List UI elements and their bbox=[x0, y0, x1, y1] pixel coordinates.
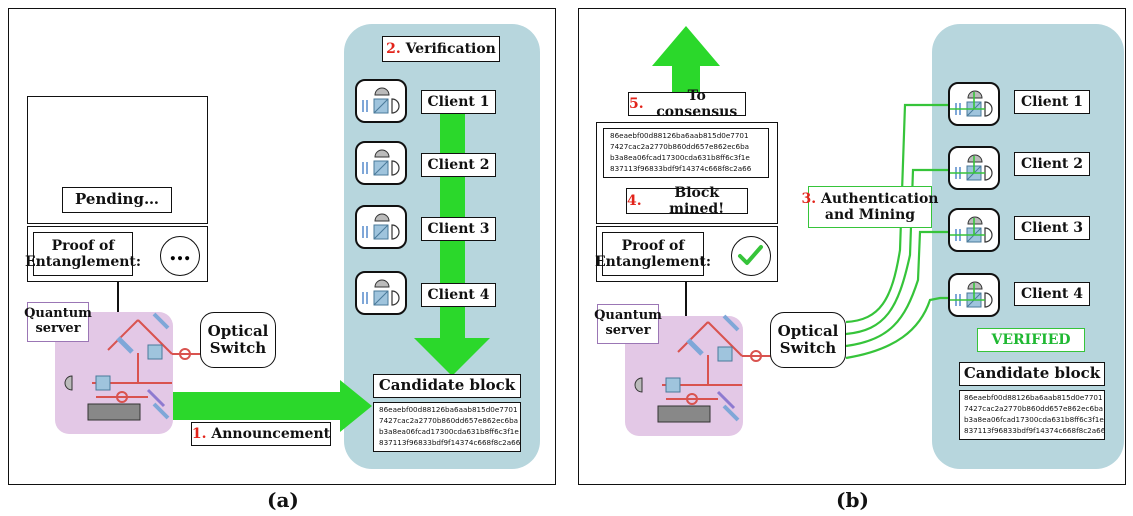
quantum-server-a-label: Quantum server bbox=[24, 302, 92, 342]
client-4-label: Client 4 bbox=[421, 283, 496, 307]
client-4-device bbox=[355, 271, 407, 315]
consensus-label: 5. To consensus bbox=[628, 88, 746, 120]
optical-switch-a: Optical Switch bbox=[200, 312, 276, 368]
block-mined-label: 4. Block mined! bbox=[626, 184, 748, 217]
optical-switch-a-line-2: Switch bbox=[209, 339, 267, 357]
client-2-device bbox=[355, 141, 407, 185]
client-b-4-label: Client 4 bbox=[1014, 282, 1090, 306]
client-device-icon bbox=[950, 281, 993, 308]
quantum-server-a-line-2: server bbox=[35, 321, 81, 336]
candidate-block-b-hash-box bbox=[959, 390, 1105, 440]
candidate-block-b-hash: 86eaebf00d88126ba6aab815d0e7701 7427cac2… bbox=[964, 393, 1106, 435]
client-b-2-device bbox=[948, 146, 1000, 190]
client-b-3-label: Client 3 bbox=[1014, 216, 1090, 240]
optical-switch-b-line-2: Switch bbox=[779, 339, 837, 357]
quantum-server-b-line-2: server bbox=[605, 323, 651, 338]
optical-switch-a-line-1: Optical bbox=[207, 321, 269, 340]
laser-source-a bbox=[87, 403, 141, 421]
laser-source-b bbox=[657, 405, 711, 423]
verified-proof-indicator bbox=[731, 236, 771, 276]
verified-badge: VERIFIED bbox=[977, 328, 1085, 352]
pending-label: Pending… bbox=[62, 187, 172, 213]
proof-label: Proof of Entanglement: bbox=[25, 232, 141, 276]
client-device-icon bbox=[362, 213, 400, 240]
mined-hash-box bbox=[603, 128, 769, 178]
candidate-block-hash-box bbox=[373, 402, 521, 452]
mined-block-hash: 86eaebf00d88126ba6aab815d0e7701 7427cac2… bbox=[610, 131, 752, 173]
consensus-arrow bbox=[652, 26, 720, 110]
announcement-label: 1. Announcement bbox=[191, 422, 331, 446]
announcement-number: 1. bbox=[191, 425, 207, 442]
proof-b-line-2: Entanglement: bbox=[594, 254, 712, 270]
proof-line-1: Proof of bbox=[51, 237, 115, 254]
authentication-label: 3. Authentication and Mining bbox=[802, 186, 938, 228]
auth-text-2: and Mining bbox=[824, 207, 916, 223]
client-b-4-device bbox=[948, 273, 1000, 317]
client-1-label: Client 1 bbox=[421, 90, 496, 114]
mined-text: Block mined! bbox=[669, 184, 725, 217]
candidate-block-title: Candidate block bbox=[373, 374, 521, 398]
checkmark-icon bbox=[738, 245, 763, 265]
client-b-1-label: Client 1 bbox=[1014, 90, 1090, 114]
consensus-text: To consensus bbox=[656, 87, 738, 120]
client-device-icon bbox=[362, 87, 400, 114]
announcement-text: Announcement bbox=[211, 425, 331, 442]
verification-number: 2. bbox=[386, 40, 401, 57]
caption-a: (a) bbox=[267, 488, 299, 512]
consensus-number: 5. bbox=[629, 95, 644, 112]
client-1-device bbox=[355, 79, 407, 123]
quantum-server-b-label: Quantum server bbox=[594, 304, 662, 344]
auth-line-1: 3. Authentication bbox=[802, 191, 939, 207]
client-2-label: Client 2 bbox=[421, 153, 496, 177]
client-b-1-device bbox=[948, 82, 1000, 126]
auth-number: 3. bbox=[801, 190, 817, 207]
candidate-block-b-title: Candidate block bbox=[959, 362, 1105, 386]
proof-line-2: Entanglement: bbox=[24, 254, 142, 270]
quantum-server-a-body bbox=[55, 312, 173, 434]
caption-b: (b) bbox=[836, 488, 869, 512]
verification-label: 2. Verification bbox=[382, 36, 500, 62]
proof-b-label: Proof of Entanglement: bbox=[595, 232, 711, 276]
client-b-3-device bbox=[948, 208, 1000, 252]
optical-switch-b-line-1: Optical bbox=[777, 321, 839, 340]
optical-switch-b: Optical Switch bbox=[770, 312, 846, 368]
quantum-server-b-body bbox=[625, 316, 743, 436]
mined-number: 4. bbox=[627, 192, 642, 209]
ellipsis-text: … bbox=[169, 240, 191, 266]
client-device-icon bbox=[950, 154, 993, 181]
auth-text-1: Authentication bbox=[821, 190, 939, 207]
client-3-label: Client 3 bbox=[421, 217, 496, 241]
client-device-icon bbox=[950, 216, 993, 243]
quantum-server-b-line-1: Quantum bbox=[594, 308, 662, 324]
verification-text: Verification bbox=[405, 40, 496, 57]
client-3-device bbox=[355, 205, 407, 249]
proof-b-line-1: Proof of bbox=[621, 237, 685, 254]
candidate-block-hash: 86eaebf00d88126ba6aab815d0e7701 7427cac2… bbox=[379, 405, 521, 447]
client-device-icon bbox=[362, 279, 400, 306]
client-links bbox=[845, 103, 960, 360]
client-b-2-label: Client 2 bbox=[1014, 152, 1090, 176]
client-device-icon bbox=[362, 149, 400, 176]
pending-proof-indicator: … bbox=[160, 236, 200, 276]
client-device-icon bbox=[950, 90, 993, 117]
quantum-server-a-line-1: Quantum bbox=[24, 306, 92, 322]
announcement-arrow bbox=[172, 380, 372, 432]
